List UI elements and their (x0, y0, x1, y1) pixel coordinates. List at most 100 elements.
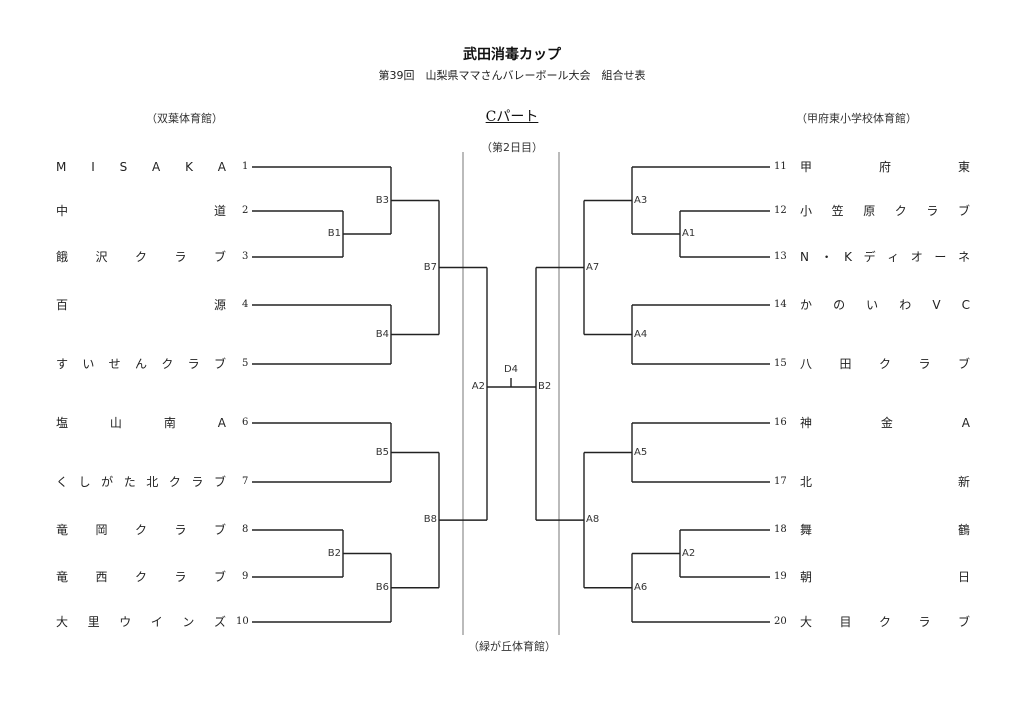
match-label: B2 (327, 547, 341, 559)
team-name-char: ブ (213, 475, 226, 489)
tournament-title: 武田消毒カップ (463, 47, 561, 63)
team-name-char: か (800, 298, 813, 312)
team-seed-number: 20 (774, 616, 787, 627)
team-name-char: A (217, 416, 226, 430)
team-name-char: い (82, 357, 95, 371)
match-label: A1 (682, 228, 696, 239)
team-name-char: ラ (918, 615, 931, 629)
team-name: 餓沢クラブ (56, 249, 226, 265)
team-name-char: 日 (957, 570, 970, 584)
team-name-char: ラ (174, 570, 187, 584)
team-name-char: ク (134, 570, 147, 584)
team-name-char: 北 (800, 475, 813, 489)
team-name-char: 竜 (56, 570, 69, 584)
team-seed-number: 3 (242, 251, 249, 262)
team-name-char: I (91, 160, 95, 174)
match-label: B4 (375, 328, 389, 340)
team-name-char: 東 (957, 160, 970, 174)
team-name-char: ク (878, 357, 891, 371)
team-name-char: ク (894, 204, 907, 218)
team-name-char: 八 (800, 357, 813, 371)
team-name-char: ブ (213, 250, 226, 264)
match-label: A2 (471, 381, 485, 392)
team-name-char: イ (150, 615, 163, 629)
team-name-char: ィ (887, 250, 900, 264)
team-name-char: ブ (957, 204, 970, 218)
match-label: B3 (375, 194, 389, 206)
team-name-char: 北 (146, 475, 159, 489)
team-name: 甲府東 (800, 159, 970, 175)
team-name-char: い (866, 298, 879, 312)
team-name-char: ク (168, 475, 181, 489)
match-label: B6 (375, 581, 389, 593)
team-name-char: ク (134, 250, 147, 264)
match-label: B1 (327, 228, 341, 239)
team-seed-number: 6 (242, 417, 249, 428)
team-name-char: 甲 (800, 160, 813, 174)
team-name-char: 岡 (95, 523, 108, 537)
team-name-char: く (56, 475, 69, 489)
team-name-char: ラ (187, 357, 200, 371)
team-name-char: ズ (213, 615, 226, 629)
team-name-char: が (101, 475, 114, 489)
team-name-char: A (961, 416, 970, 430)
team-name-char: 目 (839, 615, 852, 629)
team-seed-number: 9 (242, 571, 249, 582)
team-name-char: A (217, 160, 226, 174)
team-name-char: K (844, 250, 853, 264)
team-name-char: S (119, 160, 128, 174)
team-name-char: 餓 (56, 250, 69, 264)
team-name-char: 田 (839, 357, 852, 371)
team-name-char: M (56, 160, 67, 174)
team-seed-number: 18 (774, 524, 787, 535)
team-name-char: せ (108, 357, 121, 371)
team-seed-number: 8 (242, 524, 249, 535)
match-label: B2 (538, 381, 552, 392)
match-label: A5 (634, 446, 648, 458)
team-seed-number: 11 (774, 161, 787, 172)
team-name: 朝日 (800, 569, 970, 585)
day-label: （第2日目） (481, 141, 543, 154)
team-seed-number: 17 (774, 476, 787, 487)
team-name-char: 沢 (95, 250, 108, 264)
team-seed-number: 12 (774, 205, 787, 216)
team-name-char: A (152, 160, 161, 174)
team-name-char: た (123, 475, 136, 489)
team-name-char: オ (910, 250, 923, 264)
team-name-char: ク (134, 523, 147, 537)
match-label: B5 (375, 446, 389, 458)
team-name-char: ー (934, 250, 947, 264)
team-name-char: ラ (191, 475, 204, 489)
team-name: 大里ウインズ (56, 614, 226, 630)
team-name-char: 府 (878, 160, 891, 174)
team-name-char: ブ (957, 357, 970, 371)
team-name-char: 山 (109, 416, 122, 430)
team-seed-number: 1 (242, 161, 249, 172)
match-label: A2 (682, 547, 696, 559)
team-name-char: 新 (957, 475, 970, 489)
team-name: 舞鶴 (800, 522, 970, 538)
match-label: A7 (586, 261, 600, 273)
team-name-char: C (961, 298, 970, 312)
match-label: B7 (423, 261, 437, 273)
team-name: すいせんクラブ (56, 356, 226, 372)
team-name-char: ラ (918, 357, 931, 371)
team-name-char: ・ (820, 250, 833, 264)
team-name: くしがた北クラブ (56, 474, 226, 490)
match-label: A6 (634, 581, 648, 593)
team-name-char: 竜 (56, 523, 69, 537)
team-name-char: 塩 (56, 416, 69, 430)
team-name-char: 神 (800, 416, 813, 430)
team-name-char: 中 (56, 204, 69, 218)
team-name-char: ク (878, 615, 891, 629)
team-name-char: ラ (174, 523, 187, 537)
team-seed-number: 14 (774, 299, 787, 310)
team-seed-number: 4 (242, 299, 249, 310)
team-name-char: 金 (880, 416, 893, 430)
team-name-char: デ (863, 250, 876, 264)
